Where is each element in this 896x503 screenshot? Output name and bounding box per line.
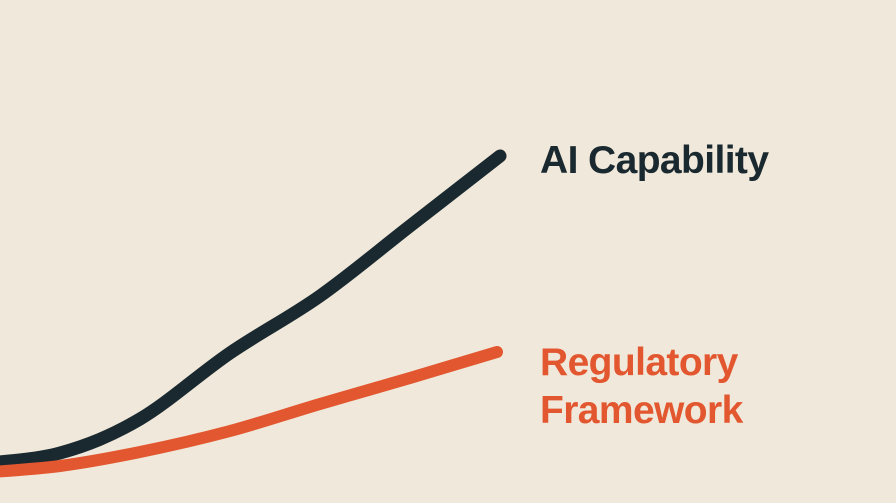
ai-capability-label: AI Capability — [540, 139, 769, 182]
regulatory-framework-label: Regulatory Framework — [540, 341, 743, 432]
ai-capability-curve — [0, 149, 507, 469]
regulatory-framework-curve — [0, 346, 503, 478]
